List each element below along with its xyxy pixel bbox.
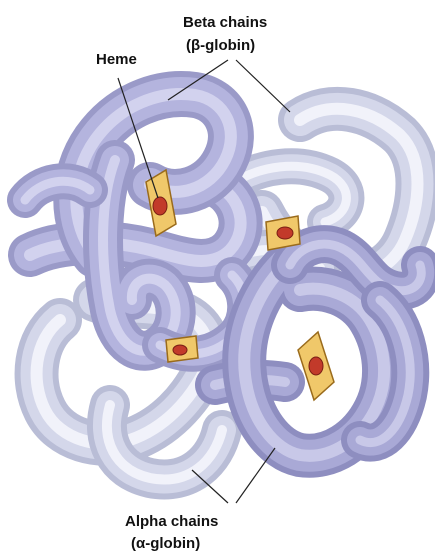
alpha-globin-label: (α-globin) — [131, 535, 200, 552]
heme-label: Heme — [96, 51, 137, 68]
beta-globin-label: (β-globin) — [186, 37, 255, 54]
alpha-leader-line-right — [236, 448, 275, 503]
heme-group-lower-left — [166, 336, 198, 362]
beta-chains-label: Beta chains — [183, 14, 267, 31]
alpha-chains-label: Alpha chains — [125, 513, 218, 530]
heme-group-upper-right — [266, 216, 300, 250]
